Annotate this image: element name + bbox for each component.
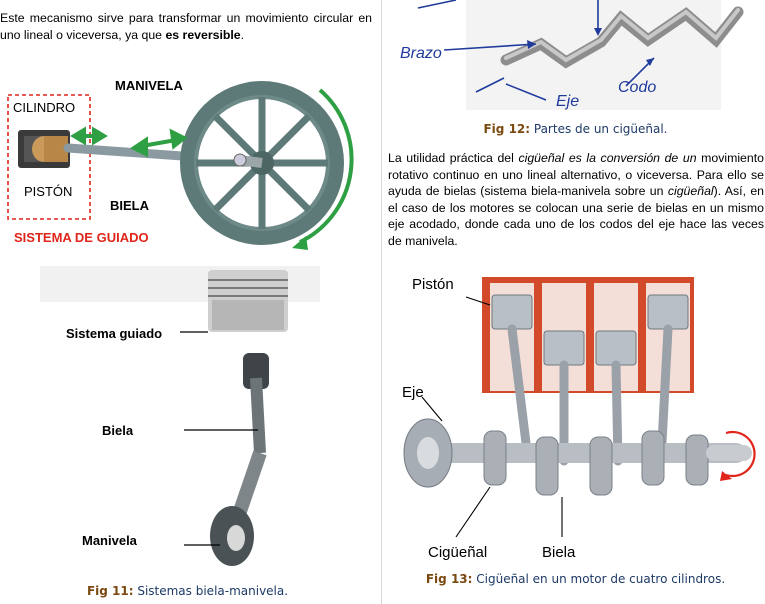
label-piston-engine: Pistón xyxy=(412,276,454,293)
label-cilindro: CILINDRO xyxy=(13,100,75,115)
label-manivela: MANIVELA xyxy=(115,78,184,93)
connecting-rod-icon xyxy=(229,353,269,526)
label-ciguenal-engine: Cigüeñal xyxy=(428,544,487,561)
para-text-3: ). Así, en el caso de los motores se col… xyxy=(388,184,764,248)
label-piston: PISTÓN xyxy=(24,184,72,199)
pistons-icon xyxy=(491,294,689,366)
fig-12-label: Fig 12: xyxy=(483,122,531,136)
green-arrow-icon xyxy=(70,126,188,158)
crankshaft-engine-icon xyxy=(403,418,752,496)
intro-text: Este mecanismo sirve para transformar un… xyxy=(0,11,372,42)
column-divider xyxy=(381,0,382,604)
label-sistema-guiado: SISTEMA DE GUIADO xyxy=(14,230,149,245)
fig-13-text: Cigüeñal en un motor de cuatro cilindros… xyxy=(472,572,726,586)
label-biela: BIELA xyxy=(110,198,150,213)
intro-end: . xyxy=(240,27,245,42)
intro-paragraph: Este mecanismo sirve para transformar un… xyxy=(0,10,372,43)
label-biela-2: Biela xyxy=(102,423,134,438)
crankshaft-paragraph: La utilidad práctica del cigüeñal es la … xyxy=(388,150,764,250)
label-sistema-guiado-2: Sistema guiado xyxy=(66,326,162,341)
label-biela-engine: Biela xyxy=(542,544,576,561)
fig-13-label: Fig 13: xyxy=(425,572,473,586)
label-brazo: Brazo xyxy=(400,45,442,62)
label-eje: Eje xyxy=(556,93,579,110)
engine-figure: Pistón Eje Cigüeñal Biela xyxy=(386,265,765,575)
piston-icon xyxy=(208,270,288,332)
para-italic-1: cigüeñal es la conversión de un xyxy=(518,151,697,165)
fig-13-caption: Fig 13: Cigüeñal en un motor de cuatro c… xyxy=(386,572,765,586)
fig-11-label: Fig 11: xyxy=(86,584,134,598)
intro-bold: es reversible xyxy=(165,27,241,42)
label-eje-engine: Eje xyxy=(402,384,424,401)
left-column: Este mecanismo sirve para transformar un… xyxy=(0,0,378,604)
right-column: Brazo Eje Codo Fig 12: Partes de un cigü… xyxy=(386,0,765,604)
crankshaft-parts-figure: Brazo Eje Codo xyxy=(386,0,765,115)
fig-12-caption: Fig 12: Partes de un cigüeñal. xyxy=(386,122,765,136)
crank-slider-figure: MANIVELA CILINDRO PISTÓN BIELA SISTEMA D… xyxy=(0,70,375,255)
fig-11-text: Sistemas biela-manivela. xyxy=(133,584,289,598)
fig-12-text: Partes de un cigüeñal. xyxy=(530,122,668,136)
label-codo: Codo xyxy=(618,79,656,96)
label-manivela-2: Manivela xyxy=(82,533,138,548)
piston-rod-figure: Sistema guiado Biela Manivela xyxy=(40,258,325,578)
para-text-2: movimiento rotativo continuo en uno line… xyxy=(388,151,764,199)
crank-icon xyxy=(210,506,254,566)
fig-11-caption: Fig 11: Sistemas biela-manivela. xyxy=(0,584,375,598)
para-text-1: La utilidad práctica del xyxy=(388,151,519,165)
para-italic-2: cigüeñal xyxy=(667,184,714,199)
